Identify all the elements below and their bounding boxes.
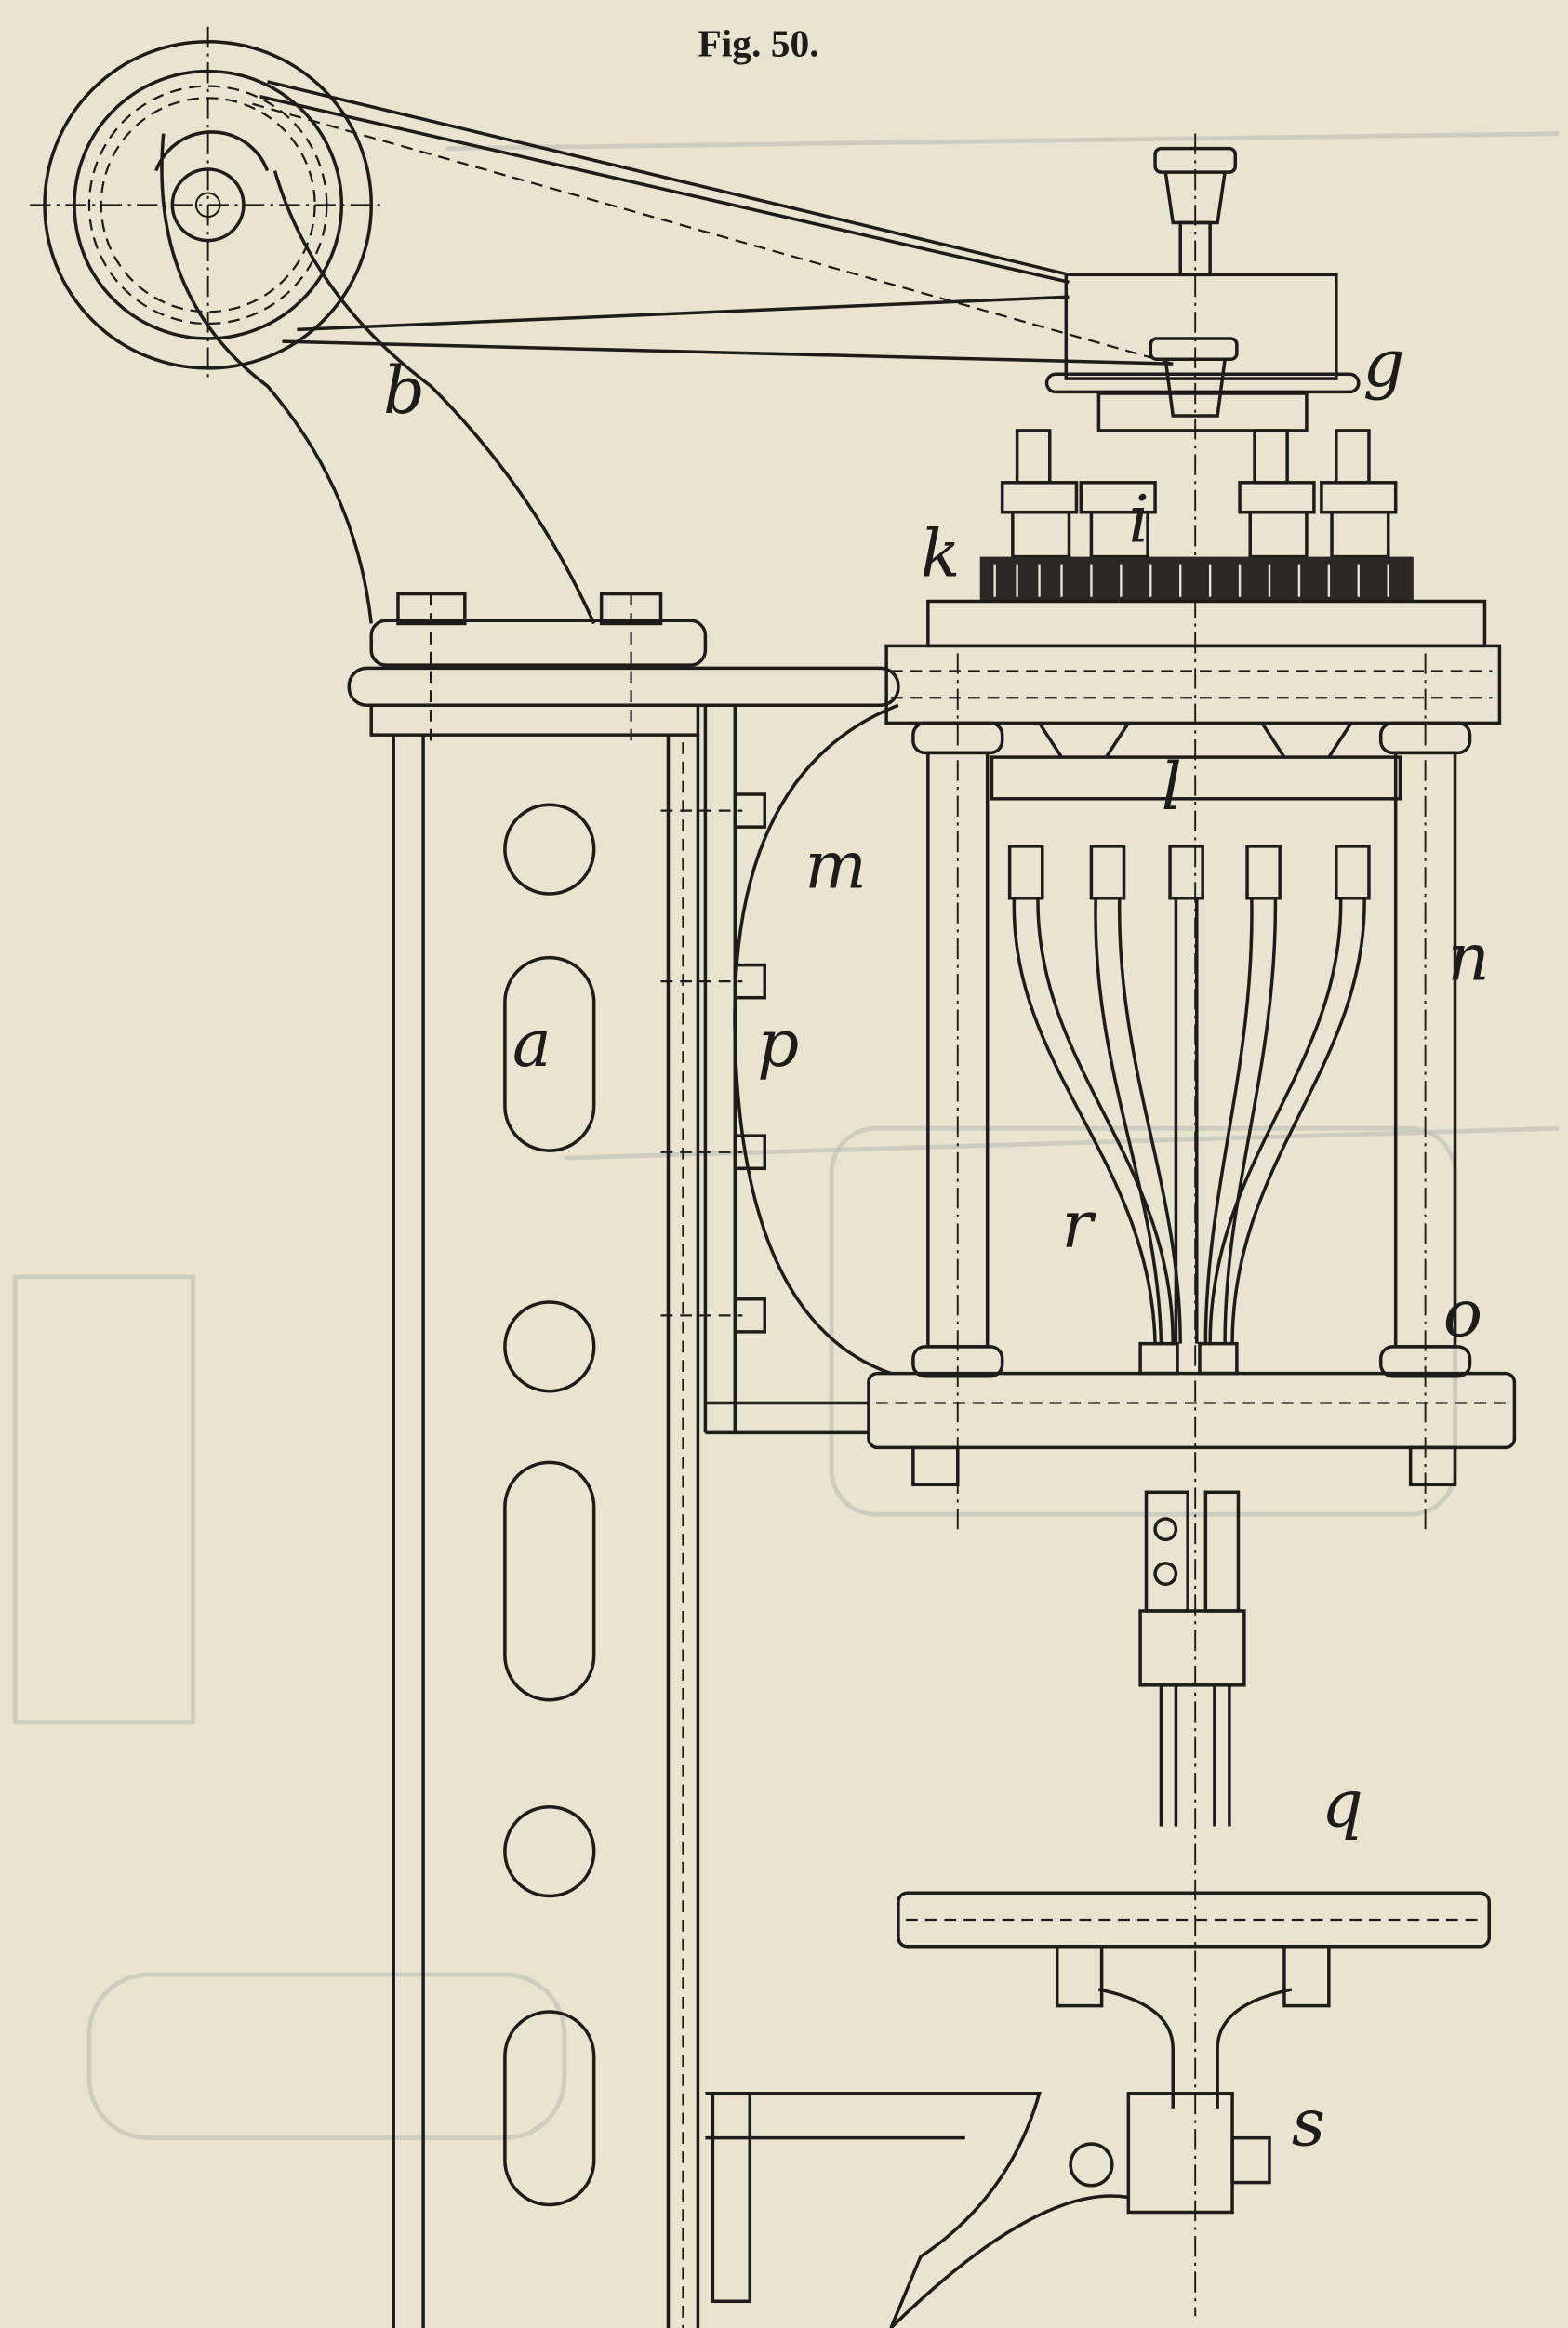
label-p: p <box>757 1005 799 1082</box>
label-n: n <box>1448 920 1490 996</box>
belt <box>252 80 1174 366</box>
label-r: r <box>1062 1187 1097 1263</box>
label-g: g <box>1363 326 1405 402</box>
drill-head-housing <box>884 599 1502 801</box>
lower-plate <box>867 1341 1517 1487</box>
flexible-shafts <box>1007 845 1371 1344</box>
spindle-pulley <box>1044 133 1361 2317</box>
label-s: s <box>1292 2085 1325 2162</box>
work-table <box>705 1891 1491 2328</box>
figure-title: Fig. 50. <box>698 22 818 65</box>
spindle-caps <box>1000 429 1398 559</box>
label-b: b <box>383 353 425 429</box>
main-column <box>347 592 900 2328</box>
gear-train <box>979 556 1414 602</box>
label-i: i <box>1128 482 1149 558</box>
pulley-arm <box>154 130 596 625</box>
gear-teeth <box>993 564 1389 597</box>
label-k: k <box>921 515 961 592</box>
label-q: q <box>1322 1765 1363 1842</box>
guide-columns <box>911 653 1472 1530</box>
label-l: l <box>1161 749 1181 825</box>
label-m: m <box>804 828 867 904</box>
label-o: o <box>1443 1276 1482 1352</box>
drive-pulley <box>30 26 387 379</box>
drill-chucks <box>1138 1490 1246 1827</box>
label-a: a <box>512 1005 551 1082</box>
side-bracket <box>660 703 899 1435</box>
